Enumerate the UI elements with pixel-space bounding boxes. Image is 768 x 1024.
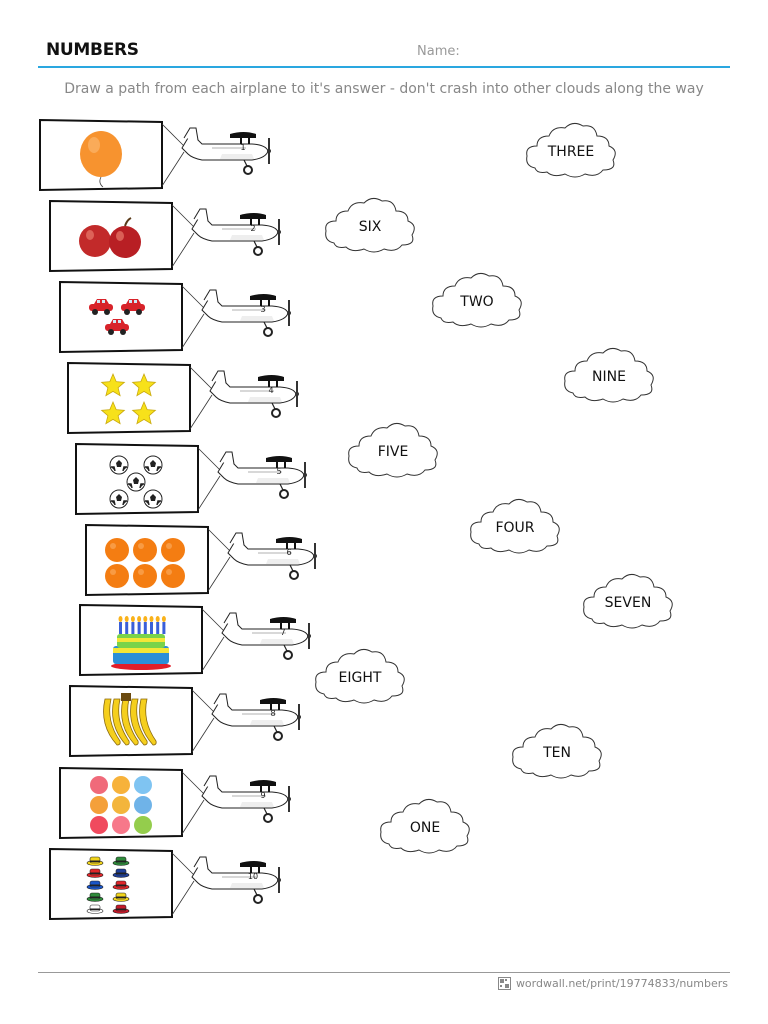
orange-icon	[105, 538, 185, 588]
footer-url: wordwall.net/print/19774833/numbers	[515, 977, 728, 990]
airplane-icon	[211, 693, 301, 741]
airplane-number: 8	[270, 709, 276, 718]
colored-dot-icon	[90, 776, 152, 834]
cloud-label: TWO	[460, 294, 494, 310]
airplane-number: 1	[240, 143, 246, 152]
airplane-number: 2	[250, 224, 256, 233]
airplane-icon	[217, 451, 307, 499]
airplane-number: 4	[268, 386, 274, 395]
picture-banner	[67, 361, 191, 435]
answer-cloud: ONE	[377, 796, 473, 860]
answer-cloud: NINE	[561, 345, 657, 409]
cloud-icon	[348, 422, 438, 478]
answer-cloud: TEN	[509, 721, 605, 785]
cloud-label: FIVE	[377, 444, 409, 460]
airplane-banner	[39, 118, 271, 192]
cloud-icon	[564, 347, 654, 403]
airplane-icon	[221, 612, 311, 660]
star-icon	[100, 372, 157, 425]
airplane-number: 6	[286, 548, 292, 557]
answer-cloud: FIVE	[345, 420, 441, 484]
answer-cloud: EIGHT	[312, 646, 408, 710]
answer-cloud: THREE	[523, 120, 619, 184]
airplane-banner	[75, 442, 307, 516]
cloud-label: SEVEN	[604, 595, 652, 611]
cloud-label: ONE	[409, 820, 441, 836]
airplane-row: 4	[67, 361, 308, 439]
cloud-icon	[583, 573, 673, 629]
balloon-icon	[80, 131, 122, 188]
picture-banner	[59, 280, 183, 354]
wordwall-logo-icon	[497, 977, 511, 990]
airplane-row: 10	[49, 847, 290, 925]
airplane-icon	[191, 208, 281, 256]
cloud-label: SIX	[358, 219, 382, 235]
cloud-icon	[325, 197, 415, 253]
airplane-icon	[227, 532, 317, 580]
footer: wordwall.net/print/19774833/numbers	[497, 977, 728, 990]
answer-cloud: SIX	[322, 195, 418, 259]
instructions: Draw a path from each airplane to it's a…	[64, 81, 704, 97]
cloud-label: NINE	[592, 369, 626, 385]
car-icon	[89, 299, 145, 335]
footer-divider	[38, 972, 730, 973]
airplane-row: 9	[59, 766, 300, 844]
airplane-row: 7	[79, 603, 320, 681]
airplane-banner	[85, 523, 317, 597]
airplane-icon	[209, 370, 299, 418]
airplane-number: 9	[260, 791, 266, 800]
page-title: NUMBERS	[46, 40, 139, 60]
cloud-label: EIGHT	[338, 670, 382, 686]
cloud-label: FOUR	[495, 520, 535, 536]
header-divider	[38, 66, 730, 68]
airplane-row: 2	[49, 199, 290, 277]
cloud-icon	[512, 723, 602, 779]
answer-cloud: SEVEN	[580, 571, 676, 635]
picture-banner	[69, 684, 193, 758]
banana-icon	[103, 693, 157, 746]
soccer-ball-icon	[109, 455, 163, 509]
airplane-number: 3	[260, 305, 266, 314]
airplane-row: 8	[69, 684, 310, 762]
airplane-row: 5	[75, 442, 316, 520]
birthday-cake-icon	[111, 616, 171, 670]
airplane-banner	[59, 280, 291, 354]
cloud-icon	[526, 122, 616, 178]
apple-icon	[79, 217, 141, 258]
answer-cloud: TWO	[429, 270, 525, 334]
airplane-row: 6	[85, 523, 326, 601]
cloud-icon	[432, 272, 522, 328]
cloud-label: TEN	[543, 745, 571, 761]
airplane-banner	[49, 199, 281, 273]
cloud-label: THREE	[547, 144, 595, 160]
hat-icon	[86, 856, 130, 914]
airplane-number: 5	[276, 467, 282, 476]
airplane-banner	[69, 684, 301, 758]
airplane-icon	[191, 856, 281, 904]
airplane-number: 10	[247, 872, 259, 881]
airplane-banner	[49, 847, 281, 921]
airplane-row: 3	[59, 280, 300, 358]
answer-cloud: FOUR	[467, 496, 563, 560]
airplane-banner	[59, 766, 291, 840]
airplane-row: 1	[39, 118, 280, 196]
airplane-banner	[79, 603, 311, 677]
airplane-icon	[201, 775, 291, 823]
airplane-number: 7	[280, 628, 286, 637]
cloud-icon	[315, 648, 405, 704]
cloud-icon	[470, 498, 560, 554]
cloud-icon	[380, 798, 470, 854]
airplane-icon	[201, 289, 291, 337]
airplane-icon	[181, 127, 271, 175]
name-label: Name:	[417, 44, 460, 59]
picture-banner	[49, 847, 173, 921]
airplane-banner	[67, 361, 299, 435]
